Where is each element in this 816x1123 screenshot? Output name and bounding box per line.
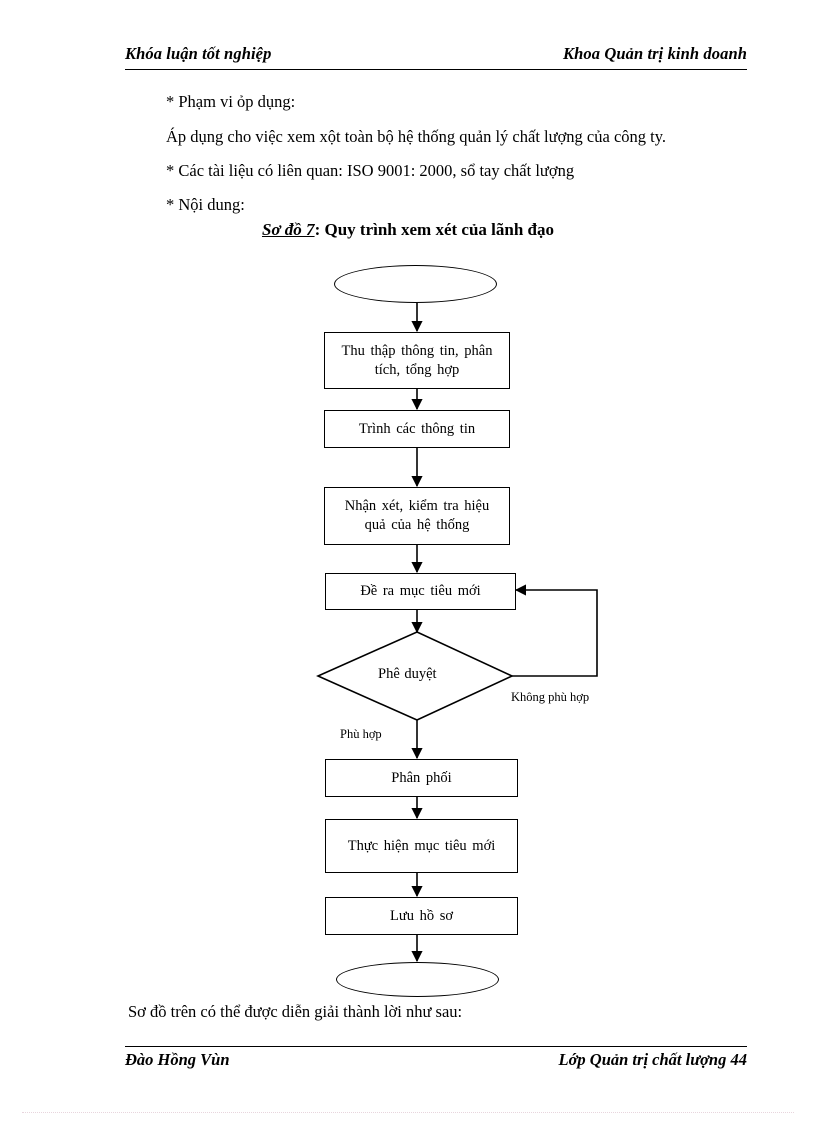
flow-node-step2: Trình các thông tin: [324, 410, 510, 448]
header-right-text: Khoa Quản trị kinh doanh: [563, 44, 747, 63]
flow-node-step3: Nhận xét, kiểm tra hiệu quả của hệ thống: [324, 487, 510, 545]
paragraph-scope: * Phạm vi ỏp dụng:: [166, 92, 296, 111]
footer-right-text: Lớp Quản trị chất lượng 44: [558, 1050, 747, 1069]
paragraph-scope-detail: Áp dụng cho việc xem xột toàn bộ hệ thốn…: [166, 127, 667, 146]
page-header: Khóa luận tốt nghiệp Khoa Quản trị kinh …: [125, 44, 747, 70]
flow-node-decision-label: Phê duyệt: [378, 666, 437, 682]
page-footer: Đào Hồng Vùn Lớp Quản trị chất lượng 44: [125, 1050, 747, 1070]
paragraph-closing: Sơ đồ trên có thể được diễn giải thành l…: [128, 1002, 463, 1021]
flow-node-step1: Thu thập thông tin, phân tích, tổng hợp: [324, 332, 510, 389]
branch-label-yes: Phù hợp: [340, 727, 382, 741]
footer-divider: [125, 1046, 747, 1047]
figure-number: Sơ đồ 7: [261, 220, 315, 239]
paragraph-references: * Các tài liệu có liên quan: ISO 9001: 2…: [166, 161, 575, 180]
branch-label-no: Không phù hợp: [511, 690, 590, 704]
header-divider: [125, 69, 747, 70]
figure-caption: Sơ đồ 7: Quy trình xem xét của lãnh đạo: [0, 220, 816, 240]
page-bottom-dotted-rule: [22, 1112, 794, 1113]
footer-left-text: Đào Hồng Vùn: [125, 1050, 230, 1069]
connector-decision-no-loopback: [512, 584, 598, 677]
figure-title: Quy trình xem xét của lãnh đạo: [324, 220, 555, 239]
flow-node-step5: Phân phối: [325, 759, 518, 797]
flow-node-end: [336, 962, 499, 997]
flow-node-start: [334, 265, 497, 303]
paragraph-content-heading: * Nội dung:: [166, 195, 245, 214]
figure-caption-separator: :: [314, 220, 325, 239]
flow-node-step7: Lưu hồ sơ: [325, 897, 518, 935]
header-left-text: Khóa luận tốt nghiệp: [125, 44, 272, 63]
flow-node-step6: Thực hiện mục tiêu mới: [325, 819, 518, 873]
flow-node-step4: Đề ra mục tiêu mới: [325, 573, 516, 610]
